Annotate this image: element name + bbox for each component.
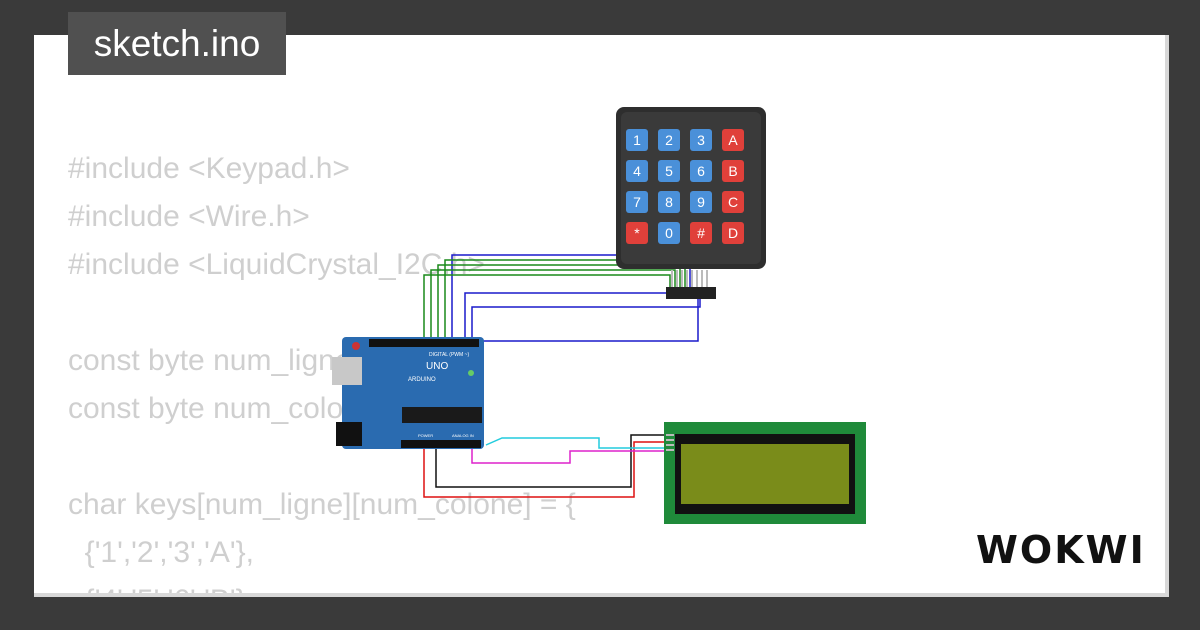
- code-preview: #include <Keypad.h> #include <Wire.h> #inc…: [68, 145, 576, 593]
- keypad-keys: 1 2 3 A 4 5 6 B 7 8 9 C * 0 # D: [626, 129, 744, 244]
- keypad-key[interactable]: [658, 129, 680, 151]
- wire-green: [423, 274, 671, 340]
- keypad-key-label: 1: [633, 132, 641, 148]
- keypad-key[interactable]: [626, 160, 648, 182]
- power-label: POWER: [418, 433, 433, 438]
- keypad-key[interactable]: [690, 160, 712, 182]
- code-line: #include <LiquidCrystal_I2C.h>: [68, 248, 485, 281]
- keypad-key-label: 7: [633, 194, 641, 210]
- lcd-16x2[interactable]: [664, 422, 866, 524]
- wire-blue: [451, 254, 691, 340]
- analog-label: ANALOG IN: [452, 433, 474, 438]
- keypad-connector-pins: [671, 270, 708, 287]
- code-line: char keys[num_ligne][num_colone] = {: [68, 488, 576, 521]
- keypad-key-label: D: [728, 225, 738, 241]
- code-line: {'4','5','6','B'},: [68, 577, 576, 593]
- wire-cyan: [485, 437, 664, 449]
- keypad-key[interactable]: [690, 222, 712, 244]
- circuit-diagram: 1 2 3 A 4 5 6 B 7 8 9 C * 0 # D DIGITAL (PWM ~) UNO ARD…: [332, 107, 866, 524]
- keypad-key[interactable]: [626, 191, 648, 213]
- digital-label: DIGITAL (PWM ~): [429, 352, 469, 358]
- analog-header: [401, 440, 481, 448]
- lcd-wires: [423, 434, 664, 498]
- wire-blue: [464, 292, 703, 340]
- wire-green: [437, 264, 681, 340]
- wire-green: [430, 269, 676, 340]
- keypad-key-label: 9: [697, 194, 705, 210]
- keypad-key[interactable]: [658, 191, 680, 213]
- lcd-pins: [666, 434, 674, 451]
- power-jack: [336, 422, 362, 446]
- keypad-key-label: 4: [633, 163, 641, 179]
- wokwi-logo: WOKWI: [976, 528, 1146, 572]
- keypad-key[interactable]: [626, 222, 648, 244]
- code-line: #include <Keypad.h>: [68, 152, 350, 185]
- keypad-key[interactable]: [658, 222, 680, 244]
- keypad-4x4[interactable]: 1 2 3 A 4 5 6 B 7 8 9 C * 0 # D: [616, 107, 766, 299]
- usb-port: [332, 357, 362, 385]
- code-line: {'1','2','3','A'},: [68, 536, 254, 569]
- on-led-icon: [468, 370, 474, 376]
- keypad-key-label: 5: [665, 163, 673, 179]
- arduino-uno[interactable]: DIGITAL (PWM ~) UNO ARDUINO POWER ANALOG…: [332, 337, 484, 449]
- wire-blue: [459, 299, 699, 342]
- keypad-key-label: C: [728, 194, 738, 210]
- keypad-key[interactable]: [722, 129, 744, 151]
- reset-button-icon: [352, 342, 360, 350]
- canvas-card: #include <Keypad.h> #include <Wire.h> #inc…: [34, 35, 1169, 597]
- keypad-key-label: 0: [665, 225, 673, 241]
- arduino-label: ARDUINO: [408, 377, 436, 383]
- keypad-key[interactable]: [722, 222, 744, 244]
- wire-green: [444, 259, 686, 340]
- digital-header: [369, 339, 479, 347]
- keypad-key[interactable]: [690, 191, 712, 213]
- keypad-key[interactable]: [690, 129, 712, 151]
- keypad-key[interactable]: [658, 160, 680, 182]
- keypad-key[interactable]: [722, 160, 744, 182]
- keypad-key[interactable]: [722, 191, 744, 213]
- keypad-key-label: 8: [665, 194, 673, 210]
- keypad-key[interactable]: [626, 129, 648, 151]
- filename-tab[interactable]: sketch.ino: [68, 12, 286, 75]
- keypad-key-label: B: [728, 163, 737, 179]
- wire-blue: [471, 299, 701, 340]
- keypad-key-label: #: [697, 225, 705, 241]
- microcontroller-chip: [402, 407, 482, 423]
- keypad-key-label: *: [634, 225, 640, 241]
- keypad-key-label: 6: [697, 163, 705, 179]
- keypad-wires: [423, 254, 703, 342]
- uno-label: UNO: [426, 361, 448, 372]
- wire-red: [423, 441, 664, 498]
- keypad-key-label: 2: [665, 132, 673, 148]
- code-line: #include <Wire.h>: [68, 200, 310, 233]
- wire-black: [435, 434, 664, 488]
- keypad-key-label: A: [728, 132, 738, 148]
- wire-magenta: [471, 445, 664, 464]
- keypad-key-label: 3: [697, 132, 705, 148]
